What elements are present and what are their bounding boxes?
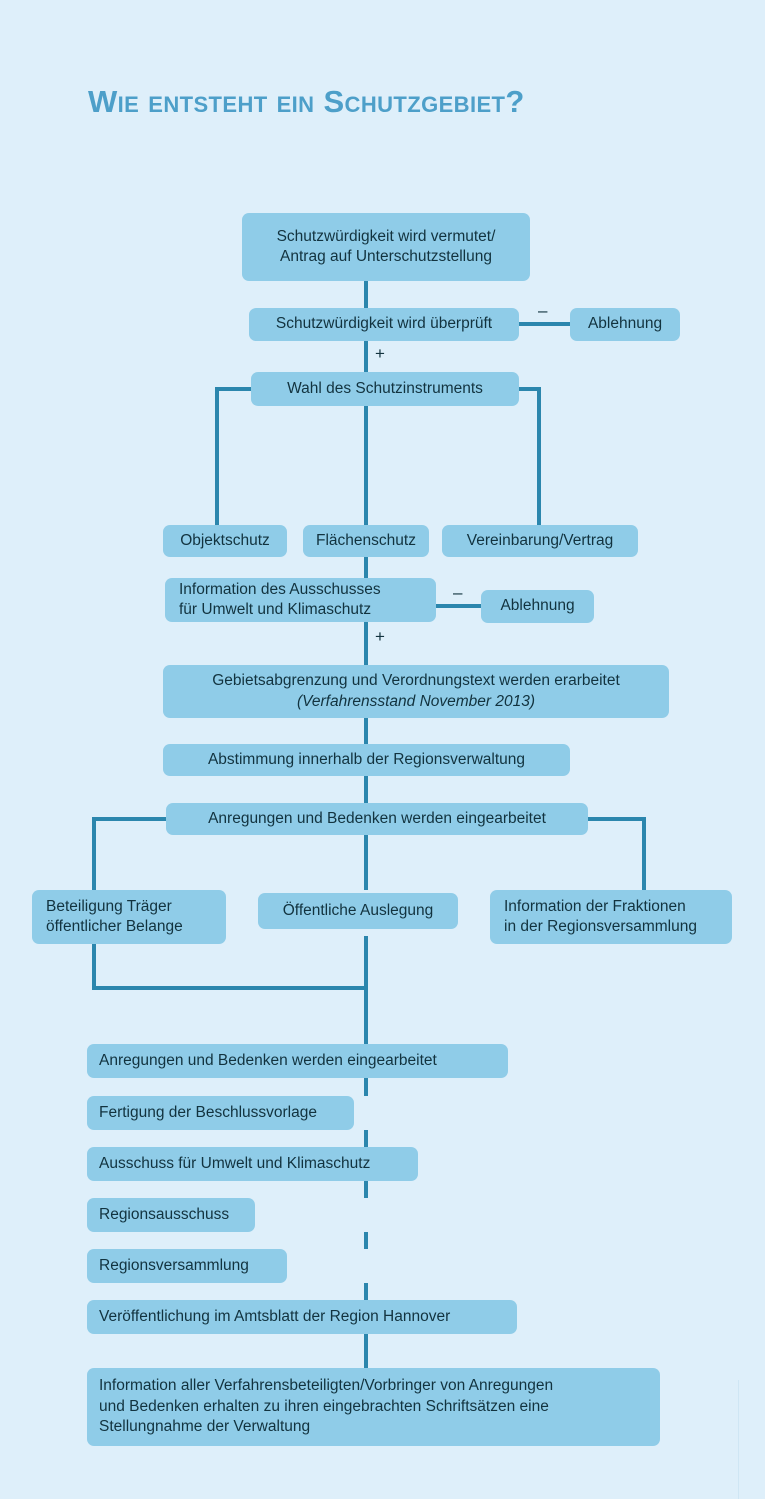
node-line: Ablehnung <box>587 315 663 333</box>
sign-minus-check: – <box>538 301 548 320</box>
node-vereinbarung-vertrag[interactable]: Vereinbarung/Vertrag <box>442 525 638 557</box>
node-line: Regionsversammlung <box>99 1256 249 1274</box>
node-line: Antrag auf Unterschutzstellung <box>280 248 492 265</box>
node-ablehnung-1[interactable]: Ablehnung <box>570 308 680 341</box>
node-line: Wahl des Schutzinstruments <box>287 379 483 397</box>
node-ablehnung-2[interactable]: Ablehnung <box>481 590 594 623</box>
node-objektschutz[interactable]: Objektschutz <box>163 525 287 557</box>
node-line: Fertigung der Beschlussvorlage <box>99 1103 317 1121</box>
node-line: Ausschuss für Umwelt und Klimaschutz <box>99 1154 371 1172</box>
node-line: Ablehnung <box>500 597 575 615</box>
node-line: Vereinbarung/Vertrag <box>466 531 614 549</box>
node-line: öffentlicher Belange <box>46 918 183 935</box>
sign-plus-check: + <box>375 344 385 363</box>
node-line: Regionsausschuss <box>99 1205 230 1223</box>
node-line: Stellungnahme der Verwaltung <box>99 1418 311 1436</box>
sign-minus-ausschuss: – <box>453 583 463 602</box>
node-schutzwuerdigkeit-vermutet[interactable]: Schutzwürdigkeit wird vermutet/ Antrag a… <box>242 213 530 281</box>
node-information-verfahrensbeteiligte[interactable]: Information aller Verfahrensbeteiligten/… <box>87 1368 660 1446</box>
node-line: in der Regionsversammlung <box>504 918 697 935</box>
sign-plus-ausschuss: + <box>375 627 385 646</box>
node-veroeffentlichung-amtsblatt[interactable]: Veröffentlichung im Amtsblatt der Region… <box>87 1300 517 1334</box>
node-oeffentliche-auslegung[interactable]: Öffentliche Auslegung <box>258 893 458 929</box>
node-regionsversammlung[interactable]: Regionsversammlung <box>87 1249 287 1283</box>
node-line: Abstimmung innerhalb der Regionsverwaltu… <box>207 750 526 768</box>
node-line: Anregungen und Bedenken werden eingearbe… <box>208 809 546 827</box>
node-wahl-schutzinstruments[interactable]: Wahl des Schutzinstruments <box>251 372 519 406</box>
node-line: Öffentliche Auslegung <box>282 901 434 919</box>
node-line: Schutzwürdigkeit wird vermutet/ <box>276 227 496 245</box>
node-line: Information aller Verfahrensbeteiligten/… <box>99 1377 554 1395</box>
node-schutzwuerdigkeit-ueberprueft[interactable]: Schutzwürdigkeit wird überprüft <box>249 308 519 341</box>
node-line: Beteiligung Träger <box>46 897 172 915</box>
node-gebietsabgrenzung[interactable]: Gebietsabgrenzung und Verordnungstext we… <box>163 665 669 718</box>
node-flaechenschutz[interactable]: Flächenschutz <box>303 525 429 557</box>
node-line: Information des Ausschusses <box>179 580 381 598</box>
node-beteiligung-traeger[interactable]: Beteiligung Träger öffentlicher Belange <box>32 890 226 944</box>
node-information-fraktionen[interactable]: Information der Fraktionen in der Region… <box>490 890 732 944</box>
page-title: Wie entsteht ein Schutzgebiet? <box>88 84 525 119</box>
node-line: Gebietsabgrenzung und Verordnungstext we… <box>212 672 620 690</box>
node-line-italic: (Verfahrensstand November 2013) <box>296 692 536 710</box>
node-line: Veröffentlichung im Amtsblatt der Region… <box>99 1307 451 1325</box>
node-line: Anregungen und Bedenken werden eingearbe… <box>99 1051 437 1069</box>
node-line: Flächenschutz <box>316 531 416 549</box>
node-anregungen-bedenken-1[interactable]: Anregungen und Bedenken werden eingearbe… <box>166 803 588 835</box>
node-line: Schutzwürdigkeit wird überprüft <box>275 315 493 333</box>
node-line: für Umwelt und Klimaschutz <box>179 601 372 618</box>
node-fertigung-beschlussvorlage[interactable]: Fertigung der Beschlussvorlage <box>87 1096 354 1130</box>
node-information-ausschuss[interactable]: Information des Ausschusses für Umwelt u… <box>165 578 436 622</box>
node-ausschuss-umwelt-klimaschutz[interactable]: Ausschuss für Umwelt und Klimaschutz <box>87 1147 418 1181</box>
node-regionsausschuss[interactable]: Regionsausschuss <box>87 1198 255 1232</box>
node-line: Objektschutz <box>180 531 270 549</box>
node-abstimmung-regionsverwaltung[interactable]: Abstimmung innerhalb der Regionsverwaltu… <box>163 744 570 776</box>
node-line: Information der Fraktionen <box>504 897 686 915</box>
node-anregungen-bedenken-2[interactable]: Anregungen und Bedenken werden eingearbe… <box>87 1044 508 1078</box>
node-line: und Bedenken erhalten zu ihren eingebrac… <box>99 1397 549 1415</box>
page-margin-rule <box>738 1380 739 1499</box>
